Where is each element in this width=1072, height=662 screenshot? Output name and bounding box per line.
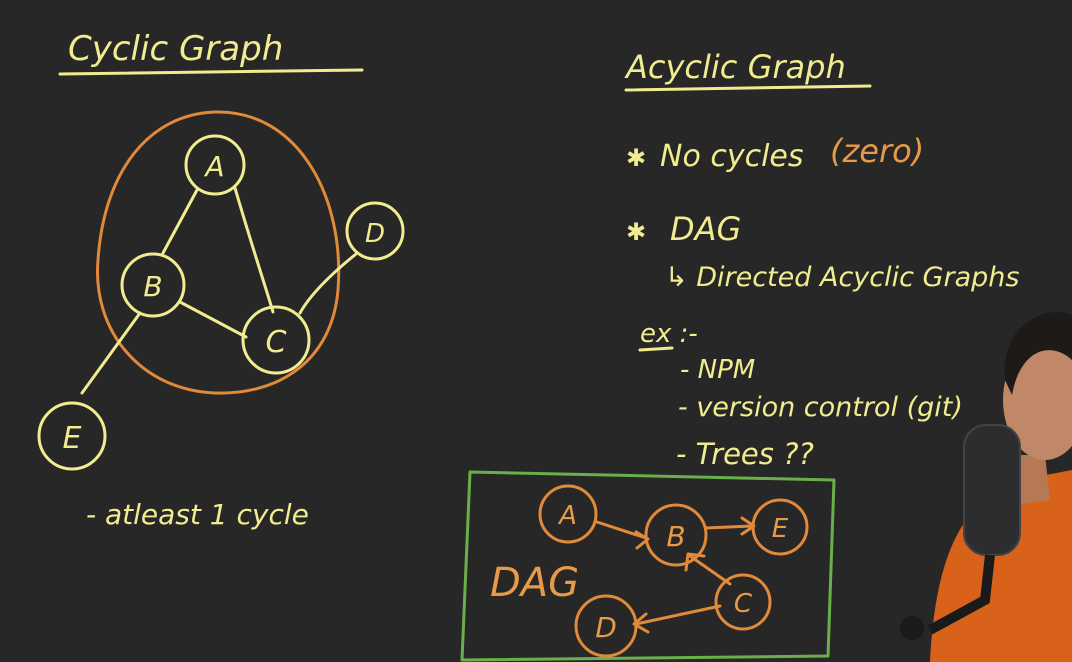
node-c-label: C bbox=[266, 325, 287, 360]
dag-edge-c-d bbox=[634, 604, 722, 626]
edge-b-e bbox=[80, 311, 142, 395]
ex-underline bbox=[638, 346, 674, 352]
dag-text: DAG bbox=[670, 210, 741, 248]
example-trees: - Trees ?? bbox=[676, 437, 814, 471]
dag-edge-b-e bbox=[704, 524, 754, 530]
dag-edge-a-b bbox=[595, 520, 648, 540]
edge-a-c bbox=[233, 186, 275, 314]
arrowhead-icon bbox=[634, 530, 650, 550]
cycle-highlight-loop bbox=[96, 110, 341, 395]
node-e-circle bbox=[37, 401, 107, 471]
presenter-webcam bbox=[900, 312, 1072, 662]
dag-node-e-label: E bbox=[772, 514, 789, 544]
acyclic-graph-title: Acyclic Graph bbox=[624, 48, 846, 86]
dag-node-d-label: D bbox=[595, 611, 617, 644]
edge-c-d bbox=[298, 252, 358, 315]
dag-node-d-circle bbox=[574, 594, 638, 658]
dag-box-label: DAG bbox=[490, 560, 579, 606]
zero-note: (zero) bbox=[830, 132, 924, 170]
dag-box-border bbox=[460, 470, 836, 662]
node-d-circle bbox=[345, 201, 405, 261]
atleast-one-cycle-note: - atleast 1 cycle bbox=[86, 498, 309, 531]
dag-node-a-circle bbox=[538, 484, 598, 544]
cyclic-graph-title: Cyclic Graph bbox=[68, 29, 283, 69]
microphone-arm bbox=[927, 554, 995, 635]
node-e-label: E bbox=[63, 421, 82, 456]
dag-node-a-label: A bbox=[557, 501, 577, 531]
node-a-label: A bbox=[203, 150, 224, 183]
cyclic-title-underline bbox=[58, 68, 364, 76]
no-cycles-text: No cycles bbox=[660, 139, 804, 174]
node-c-circle bbox=[241, 305, 311, 375]
acyclic-title-underline bbox=[624, 84, 872, 92]
node-b-label: B bbox=[143, 270, 162, 303]
directed-acyclic-graphs-text: ↳ Directed Acyclic Graphs bbox=[665, 262, 1019, 293]
edge-b-c bbox=[178, 300, 248, 339]
star-icon: ✱ bbox=[626, 144, 646, 172]
star-icon: ✱ bbox=[626, 218, 646, 246]
example-version-control: - version control (git) bbox=[678, 392, 963, 423]
dag-node-b-circle bbox=[644, 503, 708, 567]
dag-node-b-label: B bbox=[666, 520, 685, 553]
example-npm: - NPM bbox=[680, 355, 755, 385]
ex-label: ex :- bbox=[640, 319, 698, 349]
dag-edge-c-b bbox=[688, 554, 732, 586]
dag-node-c-circle bbox=[714, 573, 772, 631]
presenter-hair bbox=[1004, 312, 1072, 395]
arrowhead-icon bbox=[632, 612, 650, 634]
microphone-mount bbox=[900, 616, 924, 640]
microphone-icon bbox=[963, 424, 1021, 556]
node-a-circle bbox=[184, 134, 246, 196]
node-b-circle bbox=[120, 252, 186, 318]
node-d-label: D bbox=[365, 219, 385, 249]
dag-node-c-label: C bbox=[734, 589, 753, 619]
dag-node-e-circle bbox=[751, 498, 809, 556]
edge-a-b bbox=[161, 188, 199, 255]
